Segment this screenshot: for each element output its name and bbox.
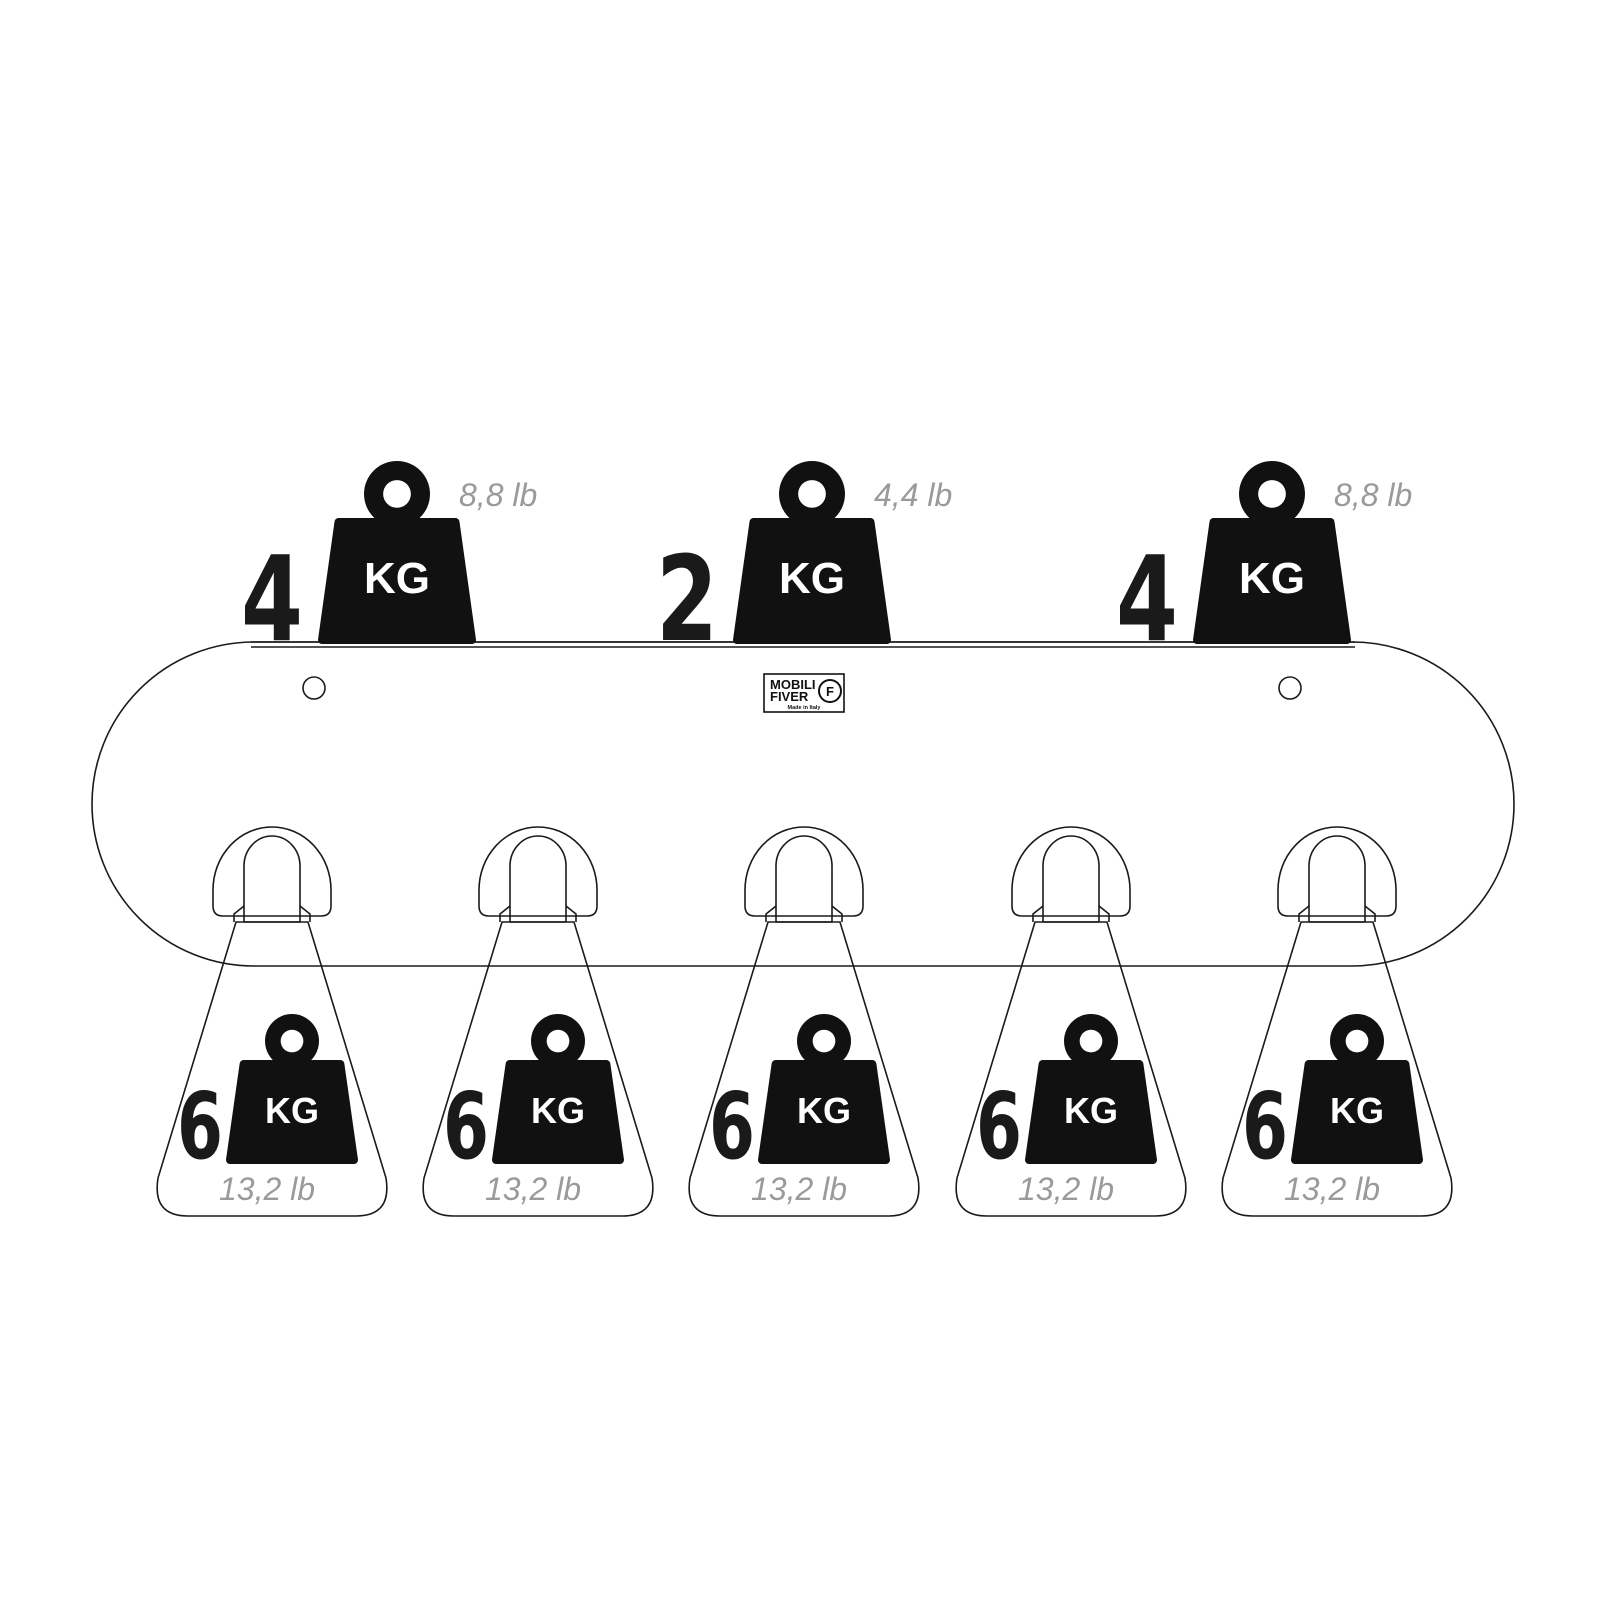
hook-slot — [775, 835, 833, 922]
weight-pounds-label: 8,8 lb — [459, 477, 537, 513]
weight-ring-hole — [1079, 1029, 1103, 1053]
weight-body — [733, 518, 891, 644]
weight-pounds-label: 13,2 lb — [219, 1171, 315, 1207]
logo-line-1: MOBILI — [770, 677, 816, 692]
logo-tagline: Made in Italy — [787, 705, 821, 711]
hanging-tag — [955, 921, 1187, 1217]
top-weights: KG 4 8,8 lb KG 2 4,4 lb KG 4 8,8 lb — [241, 460, 1412, 668]
weight-number: 4 — [241, 530, 303, 668]
weight-icon — [1193, 460, 1351, 644]
weight-body — [492, 1060, 624, 1164]
weight-number: 6 — [976, 1073, 1022, 1180]
weight-pounds-label: 4,4 lb — [874, 477, 952, 513]
weight-number: 6 — [177, 1073, 223, 1180]
weight-body — [226, 1060, 358, 1164]
hanging-tag — [422, 921, 654, 1217]
hook-connector-left — [499, 905, 511, 922]
hook-plate — [478, 826, 598, 917]
hook-slot — [243, 835, 301, 922]
weight-body — [1193, 518, 1351, 644]
weight-number: 6 — [1242, 1073, 1288, 1180]
weight-body — [1291, 1060, 1423, 1164]
hook-slot — [1308, 835, 1366, 922]
hanging-tag — [156, 921, 388, 1217]
hook-connector-right — [565, 905, 577, 922]
brand-logo: MOBILI FIVER F Made in Italy — [763, 673, 845, 713]
tag-weight: KG — [1025, 1014, 1157, 1164]
tag-weight: KG — [492, 1014, 624, 1164]
weight-unit-label: KG — [364, 554, 430, 603]
weight-icon — [318, 460, 476, 644]
hook-2: KG 613,2 lb — [422, 826, 654, 1217]
hanging-tag — [688, 921, 920, 1217]
weight-ring-hole — [798, 480, 826, 508]
weight-unit-label: KG — [1330, 1090, 1384, 1131]
weight-number: 6 — [709, 1073, 755, 1180]
hook-plate — [212, 826, 332, 917]
weight-icon — [226, 1014, 358, 1164]
hook-connector-left — [1298, 905, 1310, 922]
mounting-hole-left — [302, 676, 326, 700]
hook-connector-right — [1098, 905, 1110, 922]
weight-icon — [1291, 1014, 1423, 1164]
weight-number: 4 — [1116, 530, 1178, 668]
hook-5: KG 613,2 lb — [1221, 826, 1453, 1217]
tag-weight: KG — [758, 1014, 890, 1164]
logo-line-2: FIVER — [770, 689, 809, 704]
hook-1: KG 613,2 lb — [156, 826, 388, 1217]
weight-unit-label: KG — [779, 554, 845, 603]
weight-icon — [733, 460, 891, 644]
weight-icon — [1025, 1014, 1157, 1164]
weight-pounds-label: 13,2 lb — [485, 1171, 581, 1207]
tag-weight: KG — [1291, 1014, 1423, 1164]
weight-icon — [758, 1014, 890, 1164]
weight-body — [1025, 1060, 1157, 1164]
weight-number: 6 — [443, 1073, 489, 1180]
weight-unit-label: KG — [1064, 1090, 1118, 1131]
hook-connector-right — [299, 905, 311, 922]
weight-body — [758, 1060, 890, 1164]
weight-number: 2 — [656, 530, 718, 668]
weight-unit-label: KG — [1239, 554, 1305, 603]
weight-pounds-label: 13,2 lb — [751, 1171, 847, 1207]
weight-ring-hole — [280, 1029, 304, 1053]
weight-unit-label: KG — [265, 1090, 319, 1131]
weight-body — [318, 518, 476, 644]
hook-plate — [1011, 826, 1131, 917]
hook-slot — [509, 835, 567, 922]
hook-slot — [1042, 835, 1100, 922]
weight-ring-hole — [812, 1029, 836, 1053]
hook-4: KG 613,2 lb — [955, 826, 1187, 1217]
logo-mark-letter: F — [826, 684, 834, 699]
top-weight-2: KG 2 4,4 lb — [656, 460, 952, 668]
mounting-hole-right — [1278, 676, 1302, 700]
top-weight-1: KG 4 8,8 lb — [241, 460, 537, 668]
hook-connector-left — [233, 905, 245, 922]
weight-pounds-label: 13,2 lb — [1018, 1171, 1114, 1207]
hook-3: KG 613,2 lb — [688, 826, 920, 1217]
hook-plate — [744, 826, 864, 917]
weight-pounds-label: 8,8 lb — [1334, 477, 1412, 513]
hook-connector-right — [831, 905, 843, 922]
logo-mark-icon — [818, 679, 842, 703]
hook-connector-right — [1364, 905, 1376, 922]
hook-connector-left — [765, 905, 777, 922]
weight-ring-hole — [546, 1029, 570, 1053]
weight-icon — [492, 1014, 624, 1164]
weight-pounds-label: 13,2 lb — [1284, 1171, 1380, 1207]
tag-weight: KG — [226, 1014, 358, 1164]
weight-ring-hole — [383, 480, 411, 508]
hook-plate — [1277, 826, 1397, 917]
weight-ring-hole — [1258, 480, 1286, 508]
weight-unit-label: KG — [531, 1090, 585, 1131]
hook-connector-left — [1032, 905, 1044, 922]
weight-unit-label: KG — [797, 1090, 851, 1131]
weight-ring-hole — [1345, 1029, 1369, 1053]
hanging-tag — [1221, 921, 1453, 1217]
top-weight-3: KG 4 8,8 lb — [1116, 460, 1412, 668]
